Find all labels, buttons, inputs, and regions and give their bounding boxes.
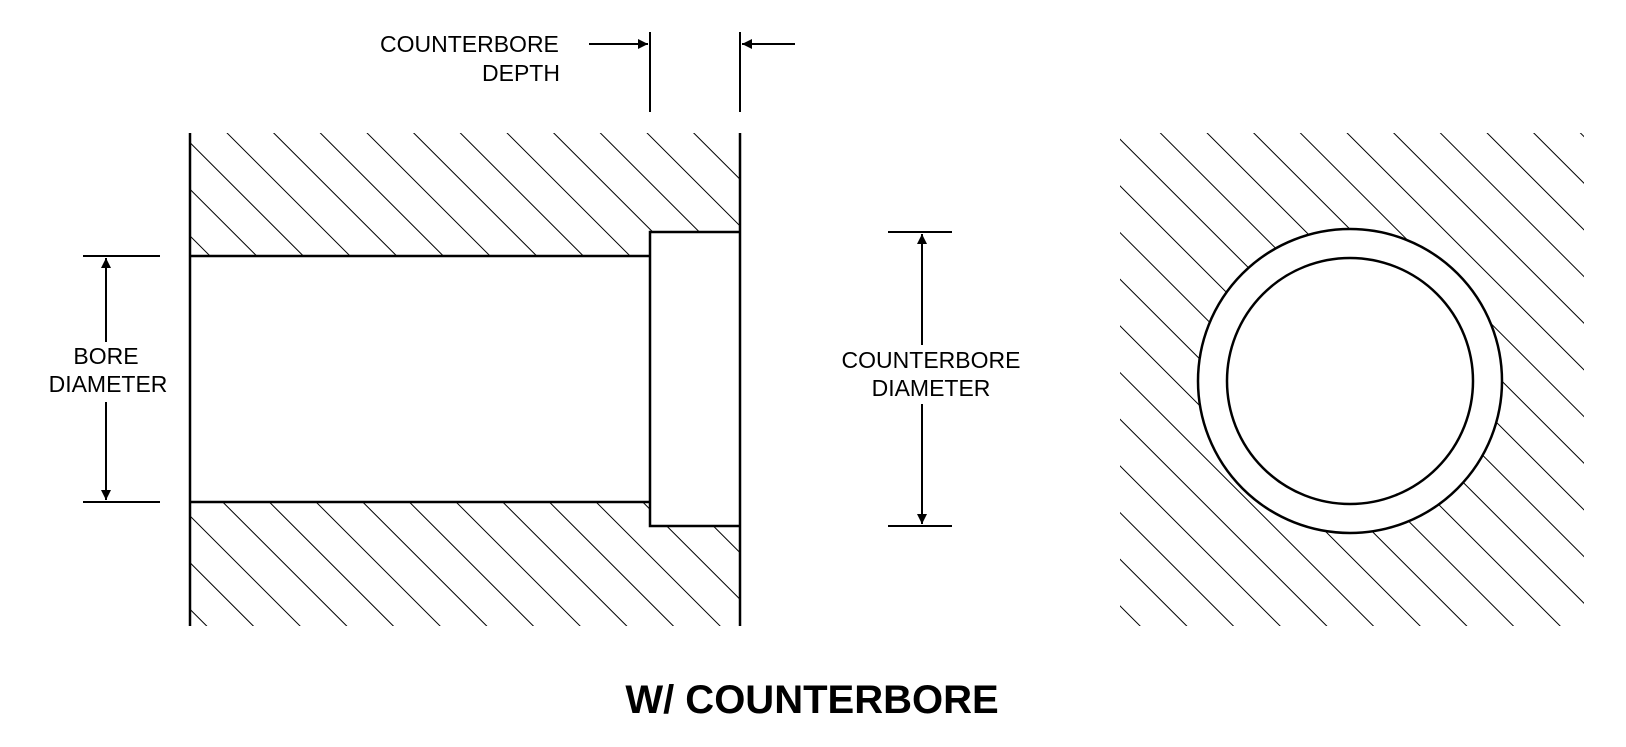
section-view (188, 133, 742, 626)
counterbore-depth-dimension: COUNTERBORE DEPTH (380, 31, 795, 112)
counterbore-diameter-label-line1: COUNTERBORE (842, 347, 1021, 373)
bore-diameter-dimension: BORE DIAMETER (49, 255, 168, 503)
counterbore-cavity (650, 232, 740, 526)
counterbore-outline (648, 230, 740, 528)
bore-diameter-label-line2: DIAMETER (49, 371, 168, 397)
counterbore-depth-label-line1: COUNTERBORE (380, 31, 559, 57)
diagram-caption: W/ COUNTERBORE (625, 678, 998, 722)
bore-circle (1225, 256, 1475, 506)
counterbore-depth-label-line2: DEPTH (482, 60, 560, 86)
bore-cavity (190, 256, 650, 502)
end-view (1120, 133, 1584, 626)
bore-diameter-label-line1: BORE (73, 343, 138, 369)
counterbore-diameter-label-line2: DIAMETER (872, 375, 991, 401)
counterbore-diameter-dimension: COUNTERBORE DIAMETER (842, 231, 1021, 527)
